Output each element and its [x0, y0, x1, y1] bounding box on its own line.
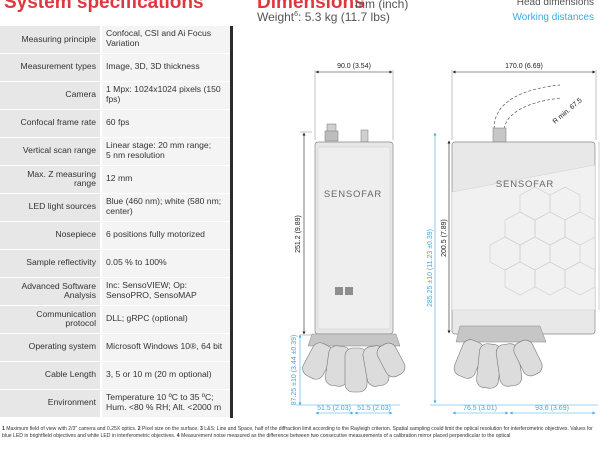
button-icon	[335, 287, 343, 295]
weight-line: Weight6: 5.3 kg (11.7 lbs)	[257, 10, 390, 24]
side-bottom-left-label: 76.5 (3.01)	[463, 405, 497, 412]
front-bottom-right-label: 51.5 (2.03)	[357, 405, 391, 412]
front-view: 90.0 (3.54) SENSOFAR 251.2 (9.89) 87.25 …	[291, 63, 406, 415]
spec-label: Advanced Software Analysis	[0, 277, 102, 306]
weight-footnote-ref: 6	[294, 11, 299, 18]
footnote-text: L&S: Line and Space, half of the diffrac…	[2, 426, 593, 439]
spec-value-line: Hum. <80 % RH; Alt. <2000 m	[106, 402, 222, 412]
spec-value: Blue (460 nm); white (580 nm; center)	[101, 193, 233, 222]
spec-value: 0.05 % to 100%	[101, 249, 233, 278]
side-bottom-right-label: 93.6 (3.69)	[535, 405, 569, 412]
spec-label: Environment	[0, 389, 102, 418]
side-view: 170.0 (6.69) R min. 67.5 SENSOFAR	[427, 63, 600, 415]
connector-icon	[360, 129, 369, 143]
weight-label: Weight	[257, 10, 295, 24]
spec-label: Max. Z measuring range	[0, 165, 102, 194]
front-working-distance-label: 87.25 ±10 (3.44 ±0.39)	[291, 335, 298, 406]
spec-value: Temperature 10 ºC to 35 ºC;Hum. <80 % RH…	[101, 389, 233, 418]
side-total-label: 285.25 ±10 (11.23 ±0.39)	[427, 229, 434, 307]
footnote-text: Pixel size on the surface.	[140, 426, 201, 432]
spec-value: Image, 3D, 3D thickness	[101, 53, 233, 82]
spec-value: Linear stage: 20 mm range;5 nm resolutio…	[101, 137, 233, 166]
spec-label: Communication protocol	[0, 305, 102, 334]
footnote-number: 1	[2, 426, 5, 432]
footnote-number: 2	[137, 426, 141, 432]
spec-value: 12 mm	[101, 165, 233, 194]
front-height-label: 251.2 (9.89)	[295, 215, 302, 253]
spec-value: 6 positions fully motorized	[101, 221, 233, 250]
hex-pattern	[489, 186, 596, 296]
nosepiece	[307, 333, 401, 347]
spec-label: Vertical scan range	[0, 137, 102, 166]
footnote-number: 4	[176, 433, 180, 439]
spec-label: Nosepiece	[0, 221, 102, 250]
footnote-text: Maximum field of view with 2/3" camera a…	[4, 426, 138, 432]
weight-value: : 5.3 kg (11.7 lbs)	[298, 10, 390, 24]
legend-working-distances: Working distances	[512, 12, 594, 23]
spec-label: Measurement types	[0, 53, 102, 82]
objective-icon	[513, 339, 543, 377]
brand-logo: SENSOFAR	[324, 189, 382, 200]
connector-icon	[324, 130, 339, 142]
front-bottom-left-label: 51.5 (2.03)	[317, 405, 351, 412]
cable-path	[493, 84, 561, 135]
spec-label: Cable Length	[0, 361, 102, 390]
side-width-label: 170.0 (6.69)	[505, 63, 543, 70]
spec-value: Microsoft Windows 10®, 64 bit	[101, 333, 233, 362]
footnote-text: Measurement noise measured as the differ…	[179, 433, 511, 439]
button-icon	[345, 287, 353, 295]
spec-value-line: Linear stage: 20 mm range;	[106, 140, 212, 151]
side-brand-logo: SENSOFAR	[496, 179, 554, 190]
spec-value: Confocal, CSI and Ai Focus Variation	[101, 26, 233, 54]
legend-head-dimensions: Head dimensions	[516, 0, 594, 8]
spec-value: DLL; gRPC (optional)	[101, 305, 233, 334]
spec-value: 1 Mpx: 1024x1024 pixels (150 fps)	[101, 81, 233, 110]
connector-icon	[492, 127, 507, 143]
spec-value: 3, 5 or 10 m (20 m optional)	[101, 361, 233, 390]
cable-radius-label: R min. 67.5	[552, 97, 584, 125]
spec-label: LED light sources	[0, 193, 102, 222]
spec-label: Camera	[0, 81, 102, 110]
front-width-label: 90.0 (3.54)	[337, 63, 371, 70]
spec-label: Sample reflectivity	[0, 249, 102, 278]
spec-value-line: 5 nm resolution	[106, 150, 165, 160]
spec-label: Measuring principle	[0, 26, 102, 54]
page-title: System specifications	[4, 0, 204, 13]
spec-label: Confocal frame rate	[0, 109, 102, 138]
footnote-number: 3	[200, 426, 203, 432]
spec-label: Operating system	[0, 333, 102, 362]
spec-value: 60 fps	[101, 109, 233, 138]
side-height-label: 200.5 (7.89)	[441, 219, 448, 257]
footnote: 1 Maximum field of view with 2/3" camera…	[2, 426, 598, 440]
spec-value-line: Temperature 10 ºC to 35 ºC;	[106, 392, 214, 403]
dimensions-unit: mm (inch)	[355, 0, 409, 11]
spec-value: Inc: SensoVIEW; Op: SensoPRO, SensoMAP	[101, 277, 233, 306]
objective-icon	[376, 342, 406, 378]
dimensions-title: Dimensions	[257, 0, 365, 13]
